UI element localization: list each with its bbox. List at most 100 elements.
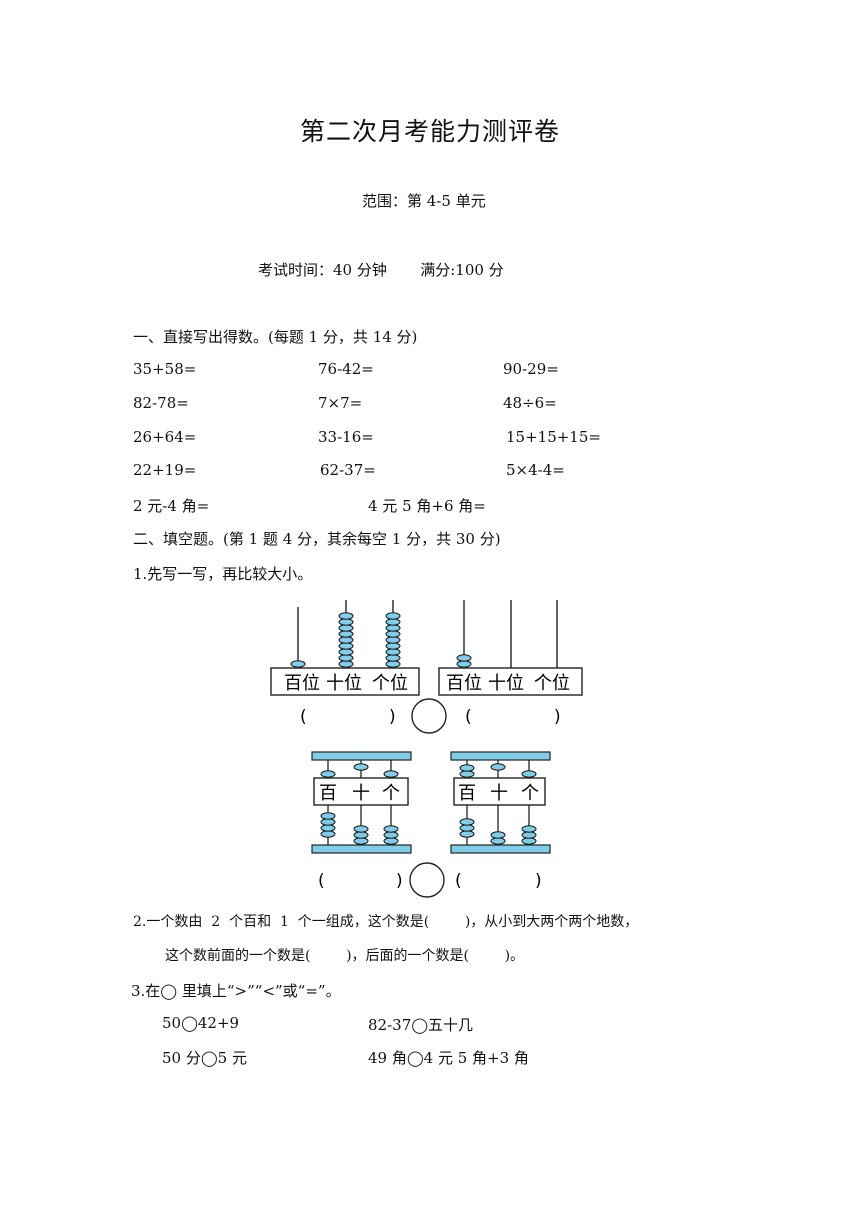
place-label-tens: 十位 bbox=[488, 673, 524, 694]
section-2-heading: 二、填空题。(第 1 题 4 分，其余每空 1 分，共 30 分) bbox=[133, 530, 501, 548]
abacus-bead bbox=[383, 831, 399, 839]
problem-3-2: 33-16= bbox=[318, 428, 374, 446]
problem-3-3: 15+15+15= bbox=[506, 428, 601, 446]
problem-5-2: 4 元 5 角+6 角= bbox=[368, 497, 486, 515]
problem-2-2: 7×7= bbox=[318, 394, 363, 412]
place-label-ones: 个位 bbox=[372, 673, 408, 694]
abacus-bead bbox=[383, 770, 399, 778]
abacus-bead bbox=[338, 630, 354, 638]
abacus-bead bbox=[320, 824, 336, 832]
abacus-bead bbox=[385, 642, 401, 650]
abacus-bead bbox=[353, 763, 369, 771]
abacus-bead bbox=[320, 818, 336, 826]
problem-1-2: 76-42= bbox=[318, 360, 374, 378]
abacus-bead bbox=[338, 618, 354, 626]
place-label-tens: 十位 bbox=[326, 673, 362, 694]
abacus-bead bbox=[338, 636, 354, 644]
question-2-line-2: 这个数前面的一个数是( )，后面的一个数是( )。 bbox=[165, 948, 525, 964]
frame-label-hundreds: 百 bbox=[458, 783, 476, 804]
frame-label-ones: 个 bbox=[382, 783, 400, 804]
abacus-frame-right: 百 十 个 bbox=[450, 751, 551, 854]
abacus-bead bbox=[521, 770, 537, 778]
abacus-vertical-right: 百位 十位 个位 bbox=[438, 600, 583, 696]
abacus-bead bbox=[459, 818, 475, 826]
abacus-bead bbox=[320, 770, 336, 778]
place-label-ones: 个位 bbox=[534, 673, 570, 694]
frame-label-tens: 十 bbox=[352, 783, 370, 804]
answer-paren-close: ) bbox=[535, 871, 542, 891]
problem-2-1: 82-78= bbox=[133, 394, 189, 412]
problem-5-1: 2 元-4 角= bbox=[133, 497, 210, 515]
abacus-frame-left: 百 十 个 bbox=[311, 751, 412, 854]
answer-paren-open: ( bbox=[318, 871, 325, 891]
question-1-prompt: 1.先写一写，再比较大小。 bbox=[133, 565, 313, 583]
abacus-bead bbox=[290, 660, 306, 668]
problem-3-1: 26+64= bbox=[133, 428, 197, 446]
answer-paren-close: ) bbox=[389, 707, 396, 727]
problem-1-1: 35+58= bbox=[133, 360, 197, 378]
place-label-hundreds: 百位 bbox=[284, 673, 320, 694]
answer-paren-close: ) bbox=[554, 707, 561, 727]
abacus-bead bbox=[456, 660, 472, 668]
abacus-bead bbox=[385, 648, 401, 656]
abacus-bead bbox=[338, 648, 354, 656]
abacus-vertical-left: 百位 十位 个位 bbox=[270, 600, 420, 696]
answer-paren-open: ( bbox=[465, 707, 472, 727]
abacus-bead bbox=[459, 764, 475, 772]
abacus-bead bbox=[385, 636, 401, 644]
answer-paren-open: ( bbox=[300, 707, 307, 727]
abacus-bead bbox=[385, 624, 401, 632]
frame-label-ones: 个 bbox=[521, 783, 539, 804]
compare-item-3: 50 分◯5 元 bbox=[162, 1049, 247, 1067]
scope-line: 范围：第 4-5 单元 bbox=[362, 192, 486, 210]
abacus-bead bbox=[521, 837, 537, 845]
abacus-bead bbox=[353, 825, 369, 833]
compare-item-1: 50◯42+9 bbox=[162, 1014, 240, 1032]
question-3-prompt: 3.在◯ 里填上“>”“<”或“=”。 bbox=[131, 982, 341, 1000]
abacus-bead bbox=[456, 654, 472, 662]
abacus-bead bbox=[521, 831, 537, 839]
abacus-bead bbox=[459, 770, 475, 778]
problem-4-3: 5×4-4= bbox=[506, 461, 565, 479]
problem-4-1: 22+19= bbox=[133, 461, 197, 479]
exam-info: 考试时间：40 分钟 满分:100 分 bbox=[258, 261, 504, 279]
question-2-line-1: 2.一个数由 2 个百和 1 个一组成，这个数是( )，从小到大两个两个地数， bbox=[133, 914, 639, 930]
abacus-bead bbox=[385, 654, 401, 662]
compare-circle[interactable] bbox=[411, 698, 447, 734]
compare-circle[interactable] bbox=[409, 862, 445, 898]
place-label-hundreds: 百位 bbox=[446, 673, 482, 694]
problem-2-3: 48÷6= bbox=[503, 394, 557, 412]
frame-label-tens: 十 bbox=[490, 783, 508, 804]
frame-label-hundreds: 百 bbox=[319, 783, 337, 804]
abacus-bead bbox=[320, 830, 336, 838]
abacus-bead bbox=[353, 831, 369, 839]
abacus-bead bbox=[338, 642, 354, 650]
abacus-bead bbox=[338, 624, 354, 632]
page-title: 第二次月考能力测评卷 bbox=[299, 117, 560, 146]
abacus-bead bbox=[338, 660, 354, 668]
problem-1-3: 90-29= bbox=[503, 360, 559, 378]
abacus-bead bbox=[320, 812, 336, 820]
abacus-bead bbox=[521, 825, 537, 833]
abacus-bead bbox=[338, 612, 354, 620]
problem-4-2: 62-37= bbox=[320, 461, 376, 479]
compare-item-4: 49 角◯4 元 5 角+3 角 bbox=[368, 1049, 529, 1067]
abacus-bead bbox=[338, 654, 354, 662]
answer-paren-close: ) bbox=[396, 871, 403, 891]
compare-item-2: 82-37◯五十几 bbox=[368, 1016, 474, 1034]
abacus-bead bbox=[459, 830, 475, 838]
abacus-bead bbox=[490, 831, 506, 839]
abacus-bead bbox=[459, 824, 475, 832]
abacus-bead bbox=[490, 837, 506, 845]
abacus-bead bbox=[385, 660, 401, 668]
abacus-bead bbox=[490, 763, 506, 771]
abacus-bead bbox=[385, 612, 401, 620]
abacus-bead bbox=[383, 825, 399, 833]
answer-paren-open: ( bbox=[455, 871, 462, 891]
abacus-bead bbox=[385, 618, 401, 626]
section-1-heading: 一、直接写出得数。(每题 1 分，共 14 分) bbox=[133, 328, 418, 346]
abacus-bead bbox=[383, 837, 399, 845]
abacus-bead bbox=[353, 837, 369, 845]
abacus-bead bbox=[385, 630, 401, 638]
